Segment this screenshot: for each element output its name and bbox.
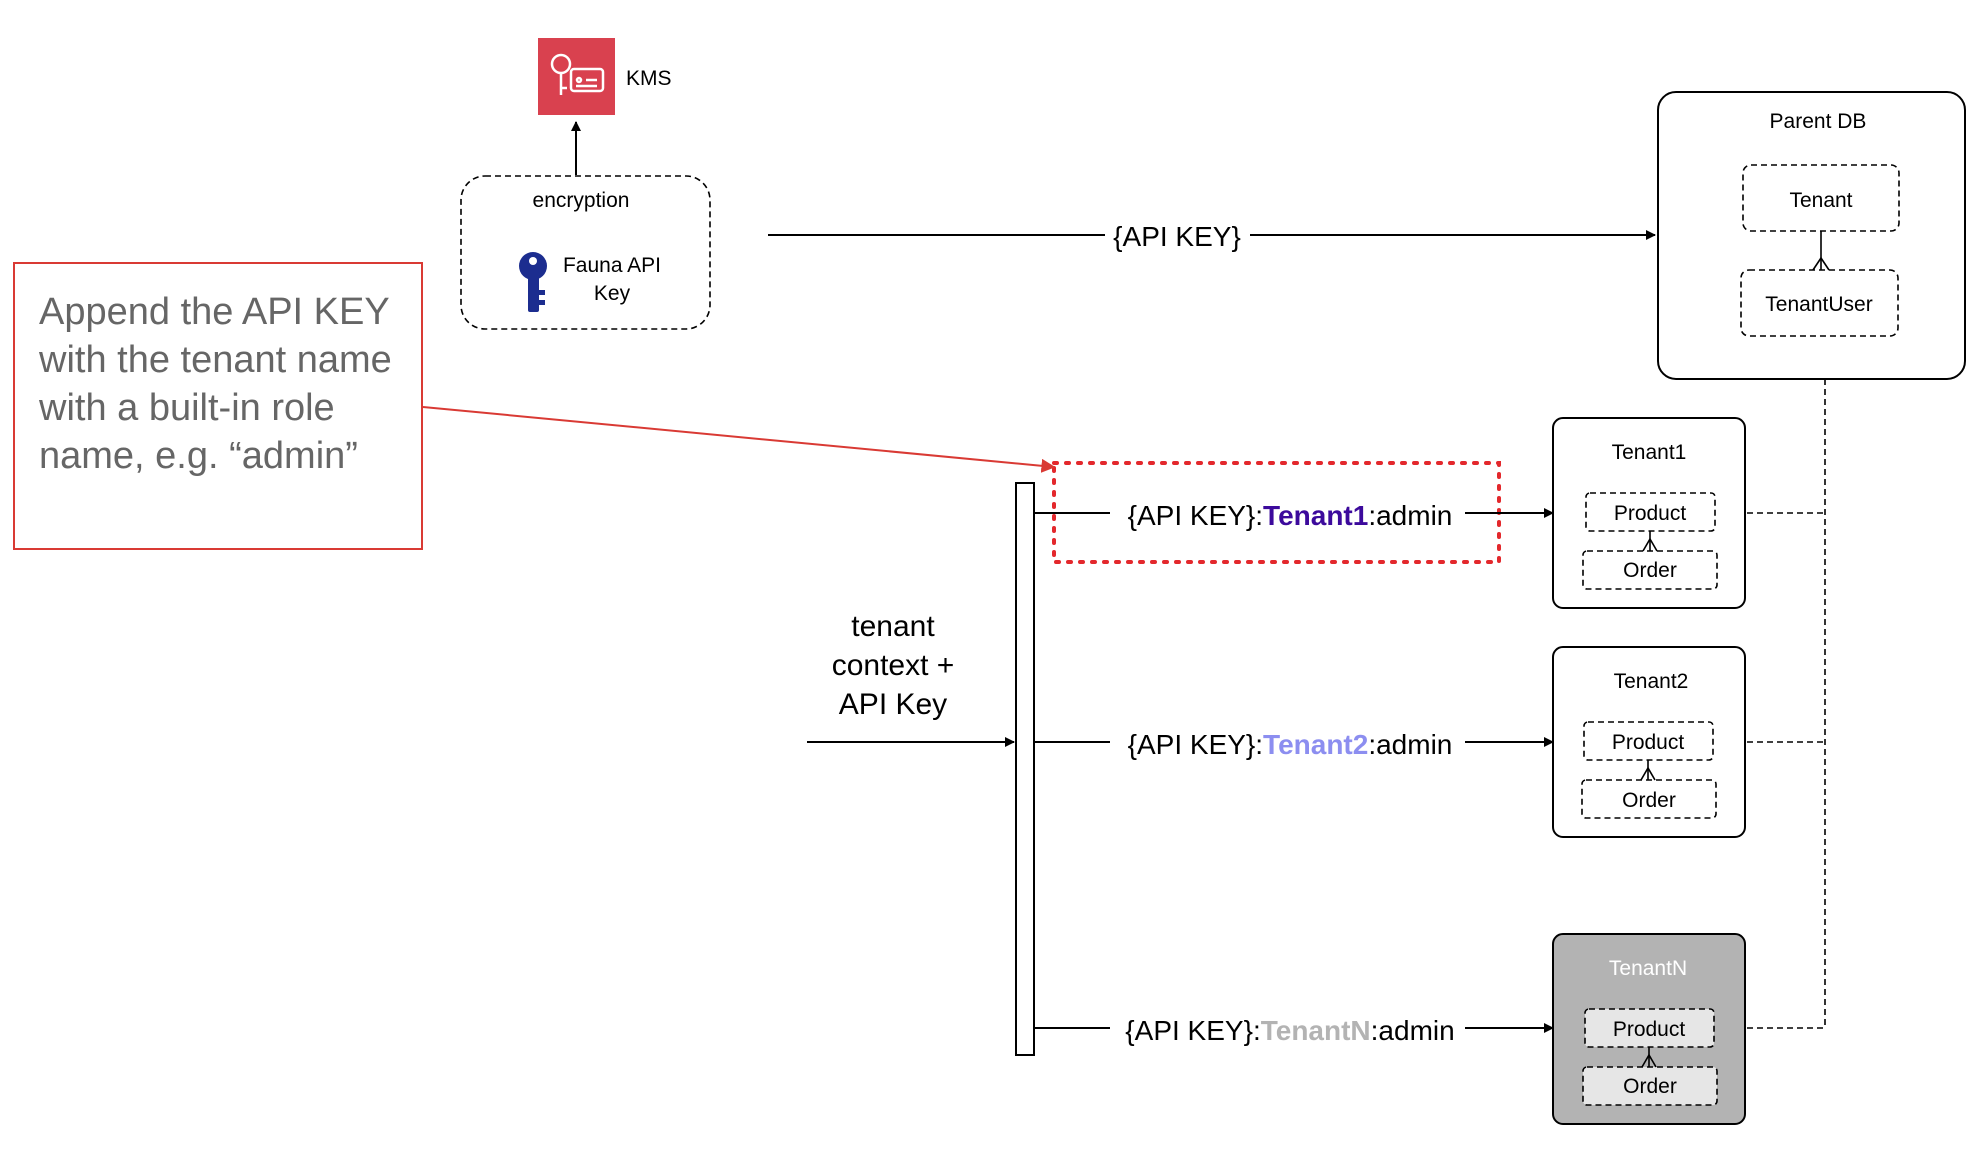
parent-api-key-connector: {API KEY} (768, 221, 1656, 252)
input-context: tenant context + API Key (807, 610, 1015, 747)
tenant1-relation (1642, 531, 1658, 552)
tenant-tenantuser-relation (1812, 231, 1830, 271)
tenant-router-bar (1015, 482, 1035, 1056)
annotation-text: Append the API KEY with the tenant name … (39, 291, 392, 477)
input-line1: tenant (851, 610, 935, 643)
parent-api-key-label: {API KEY} (1113, 221, 1241, 252)
tenant1-product-label: Product (1614, 502, 1687, 525)
tenant2-order-entity (1581, 779, 1717, 819)
annotation-arrow (422, 406, 1056, 473)
tenant1-title: Tenant1 (1612, 441, 1687, 464)
tenant2-title: Tenant2 (1614, 670, 1689, 693)
tenant1-db-box: Tenant1 Product Order (1552, 417, 1746, 609)
tenant2-db-box: Tenant2 Product Order (1552, 646, 1746, 838)
input-line3: API Key (839, 688, 947, 721)
route1-label: {API KEY}:Tenant1:admin (1128, 500, 1453, 531)
tenantn-relation (1641, 1047, 1657, 1068)
input-line2: context + (832, 649, 955, 682)
tenantuser-entity (1740, 269, 1899, 337)
annotation-box: Append the API KEY with the tenant name … (13, 262, 423, 550)
kms-node: KMS (538, 38, 672, 115)
tenant-entity-label: Tenant (1789, 189, 1852, 212)
parent-db-title: Parent DB (1770, 110, 1867, 133)
fauna-key-label-line2: Key (594, 282, 631, 305)
encryption-box: encryption Fauna API Key (460, 175, 711, 330)
tenant2-product-label: Product (1612, 731, 1685, 754)
routen-label: {API KEY}:TenantN:admin (1125, 1015, 1454, 1046)
route-tenantn: {API KEY}:TenantN:admin (1034, 1015, 1554, 1046)
route-tenant1: {API KEY}:Tenant1:admin (1034, 500, 1554, 531)
parent-to-tenants-dashed (1747, 379, 1826, 1029)
tenantn-order-label: Order (1623, 1075, 1677, 1098)
tenantuser-entity-label: TenantUser (1765, 293, 1872, 316)
tenantn-db-box: TenantN Product Order (1552, 933, 1746, 1125)
kms-label: KMS (626, 67, 672, 90)
parent-db-box: Parent DB Tenant TenantUser (1657, 91, 1966, 380)
tenant1-order-label: Order (1623, 559, 1677, 582)
tenantn-order-entity (1582, 1066, 1718, 1106)
tenantn-title: TenantN (1609, 957, 1687, 980)
tenant2-relation (1640, 760, 1656, 781)
fauna-key-label-line1: Fauna API (563, 254, 661, 277)
encryption-title: encryption (533, 189, 630, 212)
route-tenant2: {API KEY}:Tenant2:admin (1034, 729, 1554, 760)
tenantn-product-label: Product (1613, 1018, 1686, 1041)
tenant2-order-label: Order (1622, 789, 1676, 812)
key-icon (519, 252, 547, 312)
route2-label: {API KEY}:Tenant2:admin (1128, 729, 1453, 760)
